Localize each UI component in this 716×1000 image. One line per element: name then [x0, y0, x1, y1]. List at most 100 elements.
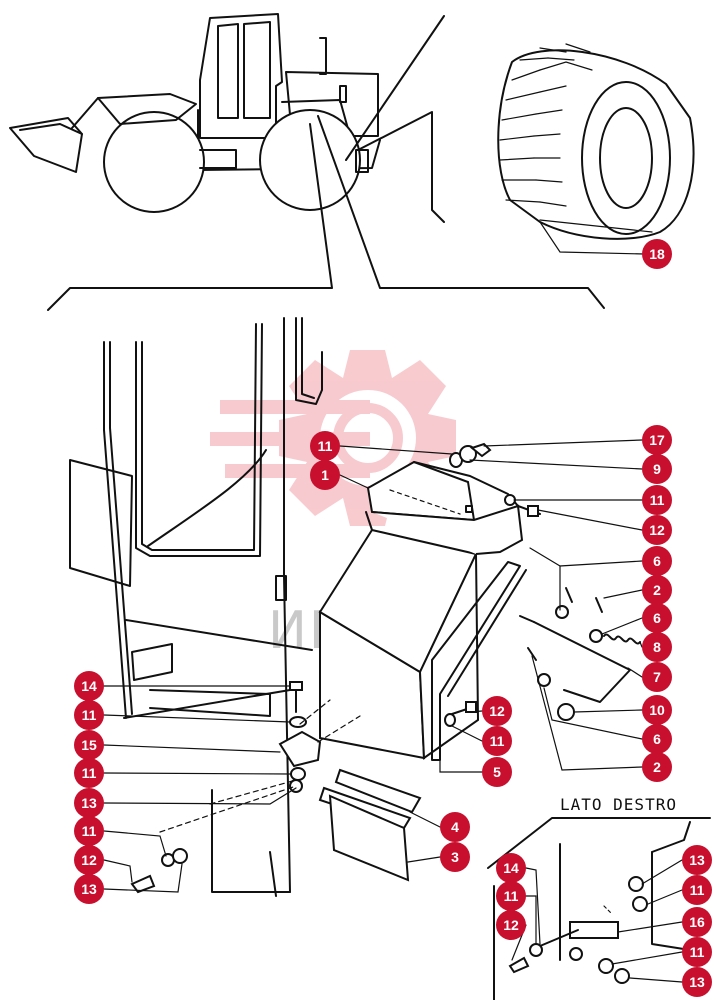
- callout-7: 7: [642, 662, 672, 692]
- callout-15: 15: [74, 730, 104, 760]
- callout-13: 13: [682, 845, 712, 875]
- callout-2: 2: [642, 752, 672, 782]
- callout-number: 13: [81, 881, 97, 897]
- callout-circle: [440, 812, 470, 842]
- leader-lines: [103, 221, 683, 983]
- callout-number: 6: [653, 610, 661, 626]
- callout-11: 11: [310, 431, 340, 461]
- callout-circle: [74, 758, 104, 788]
- callout-circle: [642, 239, 672, 269]
- tank-box: [318, 460, 527, 761]
- callout-11: 11: [482, 726, 512, 756]
- callout-12: 12: [642, 515, 672, 545]
- callout-circle: [642, 724, 672, 754]
- callout-13: 13: [74, 874, 104, 904]
- callout-circle: [74, 816, 104, 846]
- vehicle-frame: [69, 317, 323, 897]
- callout-16: 16: [682, 907, 712, 937]
- callout-number: 11: [490, 733, 505, 749]
- callout-circle: [496, 910, 526, 940]
- callout-14: 14: [74, 671, 104, 701]
- callout-number: 11: [690, 882, 705, 898]
- callout-number: 12: [489, 703, 505, 719]
- callout-11: 11: [496, 881, 526, 911]
- callout-circle: [642, 695, 672, 725]
- callout-circle: [642, 546, 672, 576]
- callout-number: 7: [653, 669, 661, 685]
- callout-number: 5: [493, 764, 501, 780]
- callout-circle: [682, 875, 712, 905]
- callout-circle: [642, 515, 672, 545]
- callout-14: 14: [496, 853, 526, 883]
- callout-number: 12: [503, 917, 519, 933]
- callout-circle: [74, 671, 104, 701]
- callout-number: 13: [689, 852, 705, 868]
- callout-circle: [682, 845, 712, 875]
- callout-number: 15: [81, 737, 97, 753]
- callout-11: 11: [74, 700, 104, 730]
- callout-number: 11: [318, 438, 333, 454]
- callout-circle: [310, 460, 340, 490]
- callout-circle: [496, 853, 526, 883]
- callout-5: 5: [482, 757, 512, 787]
- callout-circle: [482, 757, 512, 787]
- callout-number: 9: [653, 461, 661, 477]
- callout-number: 8: [653, 639, 661, 655]
- callout-10: 10: [642, 695, 672, 725]
- callout-circle: [642, 603, 672, 633]
- callout-circle: [642, 485, 672, 515]
- callout-circle: [682, 937, 712, 967]
- zoom-guide-right: [317, 115, 605, 309]
- zoom-guide-left: [47, 123, 333, 311]
- callout-number: 6: [653, 553, 661, 569]
- callout-circle: [682, 967, 712, 997]
- callout-number: 13: [689, 974, 705, 990]
- callout-circle: [482, 726, 512, 756]
- callout-circle: [642, 752, 672, 782]
- callout-number: 4: [451, 819, 459, 835]
- callout-circle: [642, 454, 672, 484]
- callout-1: 1: [310, 460, 340, 490]
- callout-circle: [74, 700, 104, 730]
- callout-11: 11: [642, 485, 672, 515]
- callout-11: 11: [682, 937, 712, 967]
- callout-number: 2: [653, 759, 661, 775]
- callout-number: 6: [653, 731, 661, 747]
- callout-circle: [682, 907, 712, 937]
- callout-circle: [74, 874, 104, 904]
- callout-9: 9: [642, 454, 672, 484]
- callout-6: 6: [642, 546, 672, 576]
- callout-13: 13: [74, 788, 104, 818]
- callout-circle: [440, 842, 470, 872]
- callout-18: 18: [642, 239, 672, 269]
- callout-number: 12: [649, 522, 665, 538]
- callout-circle: [642, 425, 672, 455]
- callout-11: 11: [74, 758, 104, 788]
- callout-number: 10: [649, 702, 665, 718]
- right-side-inset: [487, 817, 711, 1000]
- wheel-loader-overview: [9, 13, 445, 223]
- callout-number: 1: [321, 467, 329, 483]
- callout-6: 6: [642, 603, 672, 633]
- callout-11: 11: [74, 816, 104, 846]
- callout-circle: [482, 696, 512, 726]
- callout-4: 4: [440, 812, 470, 842]
- callout-number: 13: [81, 795, 97, 811]
- side-label: LATO DESTRO: [560, 795, 677, 814]
- hardware-parts: [130, 442, 641, 894]
- callout-13: 13: [682, 967, 712, 997]
- callout-number: 11: [690, 944, 705, 960]
- callout-6: 6: [642, 724, 672, 754]
- callout-circle: [642, 632, 672, 662]
- callout-circle: [74, 788, 104, 818]
- callout-number: 3: [451, 849, 459, 865]
- callout-12: 12: [74, 845, 104, 875]
- callout-number: 14: [503, 860, 519, 876]
- callout-number: 18: [649, 246, 665, 262]
- callout-number: 2: [653, 582, 661, 598]
- callout-11: 11: [682, 875, 712, 905]
- callout-12: 12: [496, 910, 526, 940]
- callout-number: 11: [82, 765, 97, 781]
